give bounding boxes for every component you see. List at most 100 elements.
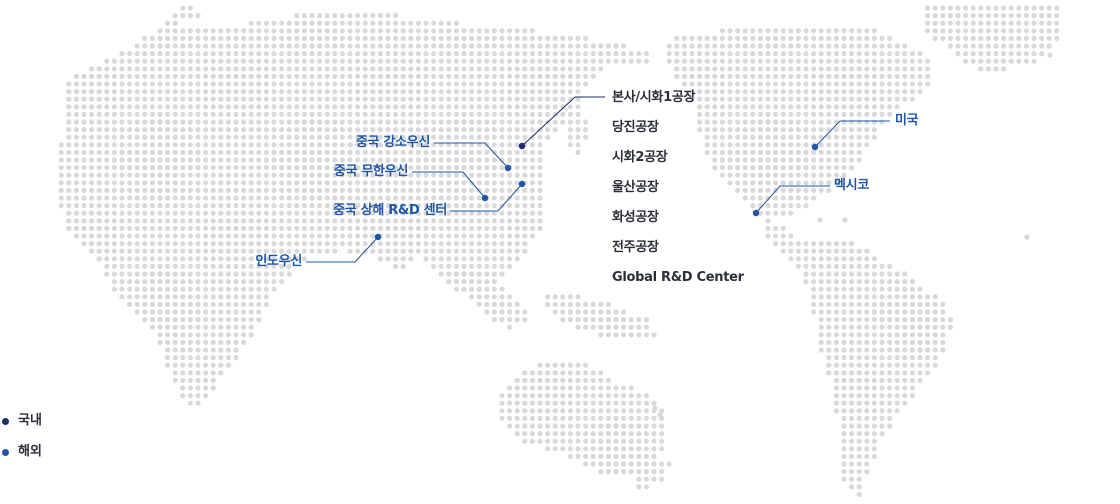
land-dot xyxy=(453,241,459,247)
land-dot xyxy=(324,127,330,133)
domestic-site-hq-sihwa1[interactable]: 본사/시화1공장 xyxy=(612,90,696,105)
land-dot xyxy=(271,286,277,292)
label-china-wuhan[interactable]: 중국 무한우신 xyxy=(333,164,408,179)
land-dot xyxy=(849,165,855,171)
land-dot xyxy=(484,218,490,224)
domestic-site-global-rnd[interactable]: Global R&D Center xyxy=(612,270,744,285)
land-dot xyxy=(628,58,634,64)
land-dot xyxy=(818,89,824,95)
land-dot xyxy=(871,294,878,300)
land-dot xyxy=(484,89,490,95)
land-dot xyxy=(180,5,186,11)
land-dot xyxy=(400,58,406,64)
land-dot xyxy=(157,317,163,323)
land-dot xyxy=(476,28,482,34)
land-dot xyxy=(180,157,186,163)
land-dot xyxy=(871,362,878,368)
land-dot xyxy=(780,233,786,239)
land-dot xyxy=(370,89,376,95)
land-dot xyxy=(947,28,954,34)
land-dot xyxy=(195,180,201,186)
land-dot xyxy=(697,43,703,49)
land-dot xyxy=(765,225,771,231)
land-dot xyxy=(89,127,95,133)
land-dot xyxy=(484,119,490,125)
land-dot xyxy=(818,309,824,315)
land-dot xyxy=(567,393,574,399)
land-dot xyxy=(324,172,330,178)
land-dot xyxy=(119,111,125,117)
land-dot xyxy=(499,89,505,95)
land-dot xyxy=(286,210,292,216)
land-dot xyxy=(127,301,133,307)
land-dot xyxy=(955,35,961,42)
land-dot xyxy=(583,43,589,49)
land-dot xyxy=(788,134,794,140)
land-dot xyxy=(225,104,231,110)
marker-usa[interactable] xyxy=(811,143,819,151)
label-china-jiangsu[interactable]: 중국 강소우신 xyxy=(355,135,430,150)
label-china-shanghai-rnd[interactable]: 중국 상해 R&D 센터 xyxy=(333,203,447,218)
land-dot xyxy=(210,134,216,140)
land-dot xyxy=(856,423,862,429)
land-dot xyxy=(940,20,946,26)
marker-china-wuhan[interactable] xyxy=(481,194,489,202)
land-dot xyxy=(362,203,368,209)
land-dot xyxy=(134,172,140,178)
land-dot xyxy=(203,28,209,34)
land-dot xyxy=(659,423,665,429)
land-dot xyxy=(940,347,946,353)
land-dot xyxy=(567,377,574,383)
land-dot xyxy=(864,309,870,315)
land-dot xyxy=(218,28,224,34)
land-dot xyxy=(849,446,855,452)
domestic-site-sihwa2[interactable]: 시화2공장 xyxy=(612,150,668,165)
marker-hq-korea[interactable] xyxy=(518,142,526,150)
land-dot xyxy=(727,28,733,34)
land-dot xyxy=(355,187,361,193)
land-dot xyxy=(545,385,551,391)
land-dot xyxy=(203,51,209,57)
domestic-site-jeonju[interactable]: 전주공장 xyxy=(612,240,659,255)
land-dot xyxy=(339,13,345,19)
land-dot xyxy=(241,142,247,148)
marker-china-shanghai-rnd[interactable] xyxy=(518,180,526,188)
land-dot xyxy=(491,256,497,262)
land-dot xyxy=(438,241,444,247)
marker-china-jiangsu[interactable] xyxy=(504,164,512,172)
land-dot xyxy=(697,89,703,95)
domestic-site-dangjin[interactable]: 당진공장 xyxy=(612,120,659,135)
domestic-site-hwaseong[interactable]: 화성공장 xyxy=(612,210,659,225)
land-dot xyxy=(89,134,95,140)
land-dot xyxy=(583,127,589,133)
land-dot xyxy=(119,218,125,224)
land-dot xyxy=(157,203,163,209)
land-dot xyxy=(879,332,885,338)
land-dot xyxy=(765,233,771,239)
marker-mexico[interactable] xyxy=(752,209,760,217)
land-dot xyxy=(393,89,399,95)
marker-india[interactable] xyxy=(374,233,382,241)
land-dot xyxy=(560,438,566,444)
domestic-site-ulsan[interactable]: 울산공장 xyxy=(612,180,659,195)
land-dot xyxy=(887,301,893,307)
land-dot xyxy=(172,241,178,247)
land-dot xyxy=(894,377,900,383)
land-dot xyxy=(598,469,604,475)
land-dot xyxy=(309,248,315,254)
label-usa[interactable]: 미국 xyxy=(895,113,919,128)
land-dot xyxy=(142,35,148,42)
label-india[interactable]: 인도우신 xyxy=(255,254,302,269)
land-dot xyxy=(818,28,824,34)
land-dot xyxy=(469,233,475,239)
land-dot xyxy=(119,256,125,262)
land-dot xyxy=(978,58,984,64)
land-dot xyxy=(149,248,155,254)
land-dot xyxy=(1001,28,1007,34)
label-mexico[interactable]: 멕시코 xyxy=(834,178,869,193)
land-dot xyxy=(887,423,893,429)
land-dot xyxy=(750,111,756,117)
land-dot xyxy=(165,127,171,133)
land-dot xyxy=(210,233,216,239)
land-dot xyxy=(856,431,862,437)
